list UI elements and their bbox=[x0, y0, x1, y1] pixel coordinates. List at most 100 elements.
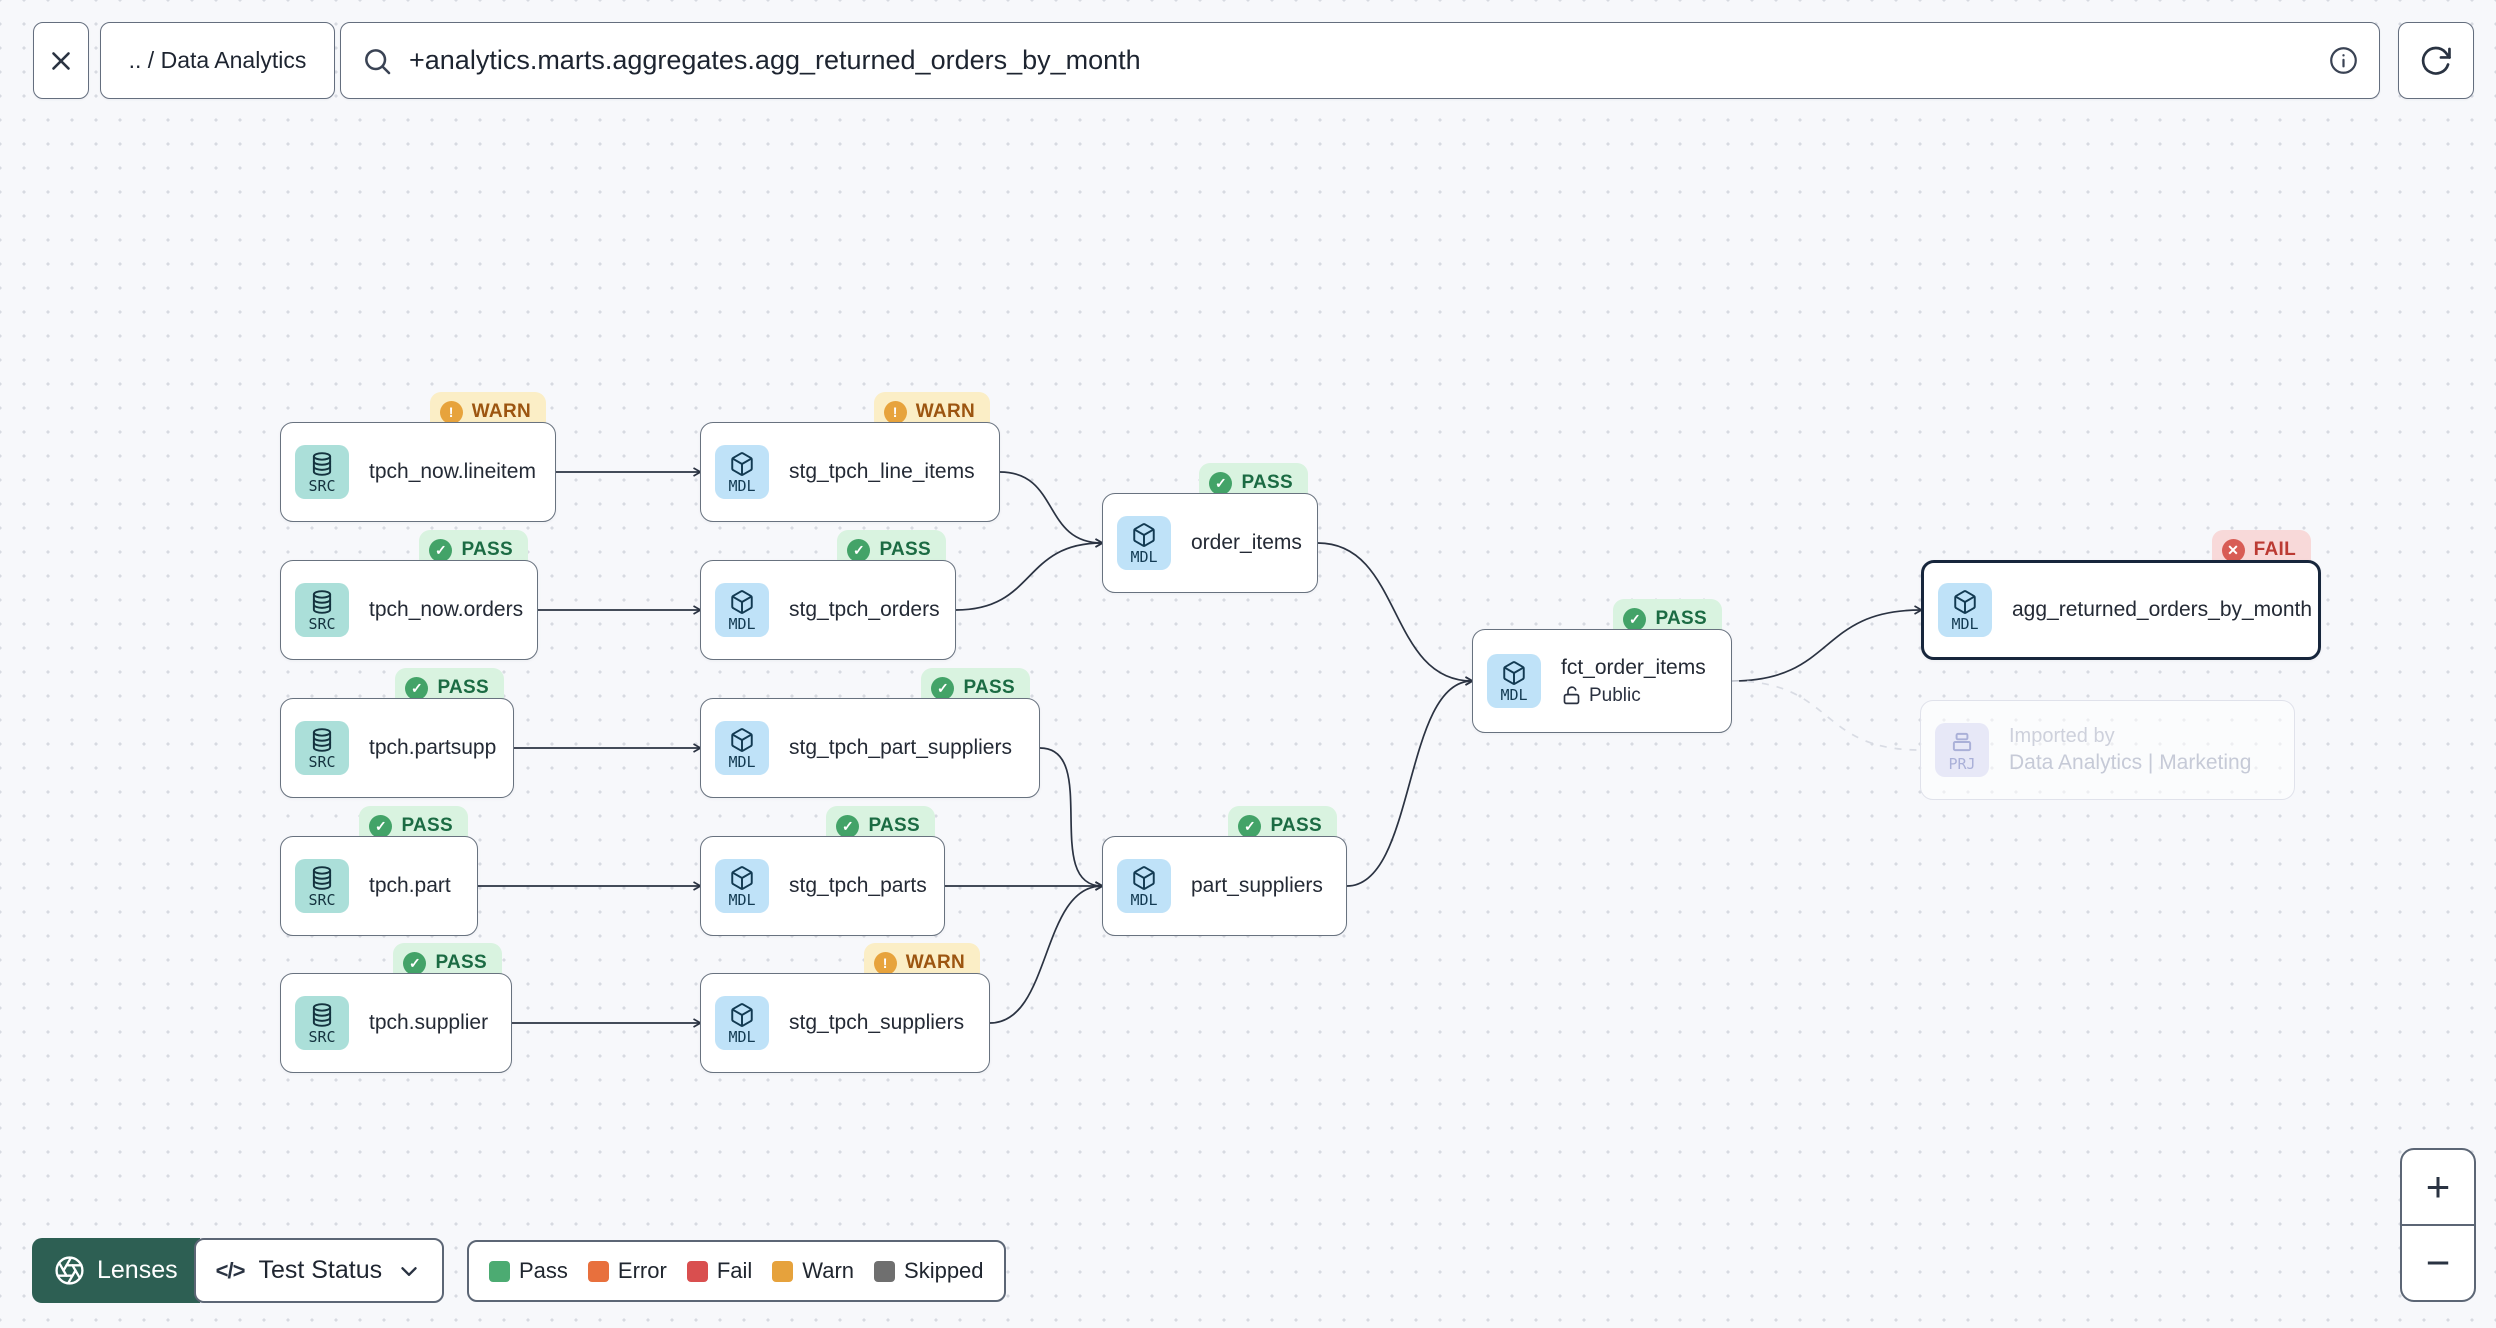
search-input[interactable] bbox=[407, 44, 2314, 77]
status-pass-icon: ✓ bbox=[369, 814, 393, 838]
imported-by-caption: Imported by bbox=[2009, 725, 2115, 747]
model-cube-icon: MDL bbox=[715, 721, 769, 775]
info-icon[interactable] bbox=[2328, 45, 2359, 76]
node-card[interactable]: MDL stg_tpch_suppliers bbox=[700, 973, 990, 1073]
node-text: stg_tpch_part_suppliers bbox=[789, 736, 1012, 760]
node-name: stg_tpch_orders bbox=[789, 598, 940, 621]
node-name: stg_tpch_part_suppliers bbox=[789, 736, 1012, 759]
access-label: Public bbox=[1589, 684, 1641, 706]
status-pass-icon: ✓ bbox=[429, 538, 453, 562]
resource-type-label: MDL bbox=[1130, 547, 1158, 566]
status-pass-icon: ✓ bbox=[847, 538, 871, 562]
resource-type-label: MDL bbox=[1951, 614, 1979, 633]
node-card[interactable]: MDL stg_tpch_line_items bbox=[700, 422, 1000, 522]
lens-selector[interactable]: </> Test Status bbox=[193, 1238, 445, 1303]
close-icon bbox=[46, 46, 76, 76]
status-label: PASS bbox=[437, 677, 489, 698]
lenses-label: Lenses bbox=[97, 1256, 178, 1284]
node-name: tpch_now.orders bbox=[369, 598, 524, 621]
edge-stg_tpch_line_items-to-order_items bbox=[999, 471, 1105, 548]
node-text: tpch_now.orders bbox=[369, 598, 523, 622]
resource-type-label: MDL bbox=[1500, 685, 1528, 704]
model-cube-icon: MDL bbox=[715, 583, 769, 637]
node-card[interactable]: MDL stg_tpch_part_suppliers bbox=[700, 698, 1040, 798]
edge-stg_tpch_suppliers-to-part_suppliers bbox=[989, 881, 1105, 1024]
node-card[interactable]: MDL order_items bbox=[1102, 493, 1318, 593]
model-cube-icon: MDL bbox=[715, 445, 769, 499]
edge-fct_order_items-to-agg_returned_orders_by_month bbox=[1731, 605, 1924, 682]
resource-type-label: SRC bbox=[308, 614, 336, 633]
status-label: PASS bbox=[1241, 472, 1293, 493]
close-button[interactable] bbox=[33, 22, 89, 99]
node-name: stg_tpch_line_items bbox=[789, 460, 975, 483]
legend-item-pass: Pass bbox=[489, 1258, 568, 1284]
lenses-button[interactable]: Lenses bbox=[32, 1238, 200, 1303]
status-label: PASS bbox=[435, 952, 487, 973]
legend-label: Skipped bbox=[904, 1258, 984, 1283]
status-label: WARN bbox=[471, 401, 531, 422]
refresh-button[interactable] bbox=[2398, 22, 2474, 99]
model-cube-icon: MDL bbox=[715, 859, 769, 913]
status-pass-icon: ✓ bbox=[1238, 814, 1262, 838]
resource-type-label: MDL bbox=[1130, 890, 1158, 909]
breadcrumb-button[interactable]: .. / Data Analytics bbox=[100, 22, 335, 99]
node-name: tpch_now.lineitem bbox=[369, 460, 536, 483]
node-name: stg_tpch_parts bbox=[789, 874, 927, 897]
resource-type-label: SRC bbox=[308, 476, 336, 495]
node-card[interactable]: MDL stg_tpch_orders bbox=[700, 560, 956, 660]
resource-type-label: SRC bbox=[308, 890, 336, 909]
node-text: tpch.supplier bbox=[369, 1011, 488, 1035]
node-text: stg_tpch_suppliers bbox=[789, 1011, 964, 1035]
resource-type-label: MDL bbox=[728, 752, 756, 771]
lens-group: Lenses </> Test Status bbox=[32, 1238, 445, 1303]
status-fail-icon: ✕ bbox=[2221, 538, 2245, 562]
resource-type-label: MDL bbox=[728, 890, 756, 909]
node-tpch_now_orders[interactable]: ✓ PASS SRC tpch_now.orders bbox=[280, 530, 538, 660]
edge-order_items-to-fct_order_items bbox=[1317, 542, 1475, 686]
resource-type-label: MDL bbox=[728, 614, 756, 633]
node-text: tpch_now.lineitem bbox=[369, 460, 536, 484]
node-name: tpch.partsupp bbox=[369, 736, 497, 759]
status-pass-icon: ✓ bbox=[931, 676, 955, 700]
node-text: stg_tpch_orders bbox=[789, 598, 940, 622]
zoom-out-button[interactable]: − bbox=[2402, 1224, 2474, 1300]
node-card[interactable]: SRC tpch_now.orders bbox=[280, 560, 538, 660]
model-cube-icon: MDL bbox=[715, 996, 769, 1050]
status-label: PASS bbox=[461, 539, 513, 560]
node-name: order_items bbox=[1191, 531, 1302, 554]
node-card[interactable]: SRC tpch.supplier bbox=[280, 973, 512, 1073]
zoom-in-button[interactable]: + bbox=[2425, 1163, 2451, 1210]
database-icon: SRC bbox=[295, 583, 349, 637]
node-card[interactable]: MDL stg_tpch_parts bbox=[700, 836, 945, 936]
node-text: order_items bbox=[1191, 531, 1302, 555]
legend-item-skipped: Skipped bbox=[874, 1258, 984, 1284]
node-card[interactable]: SRC tpch_now.lineitem bbox=[280, 422, 556, 522]
node-name: tpch.part bbox=[369, 874, 451, 897]
database-icon: SRC bbox=[295, 996, 349, 1050]
node-card[interactable]: SRC tpch.part bbox=[280, 836, 478, 936]
legend-item-error: Error bbox=[587, 1258, 667, 1284]
search-bar[interactable] bbox=[340, 22, 2380, 99]
